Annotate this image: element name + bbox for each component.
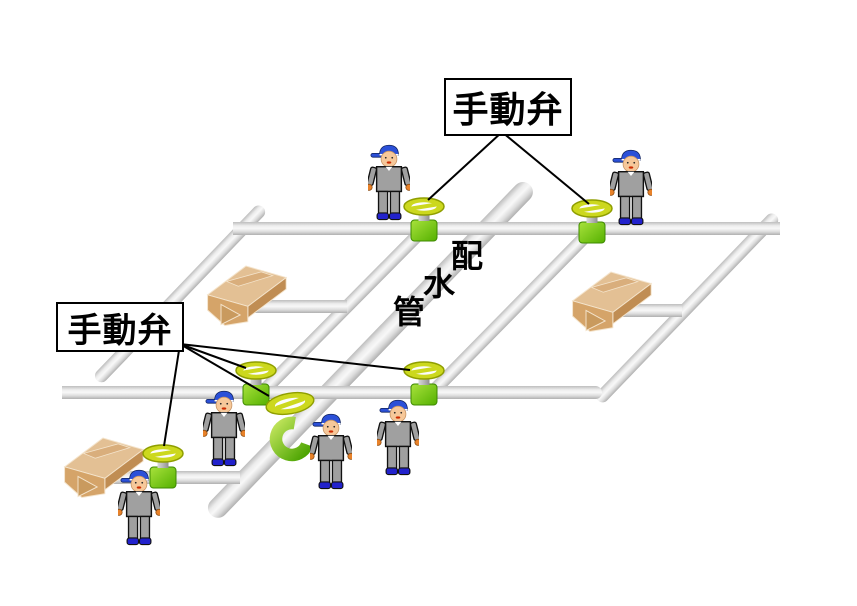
pipe-row-middle [62,386,602,399]
pipe-label-char-1: 配 [451,237,484,275]
worker-middle-left [203,387,245,467]
pointer-line [427,131,503,201]
label-manual-valve-left-text: 手動弁 [67,310,173,351]
manual-valve-top-right [570,197,614,245]
worker-top-left [368,141,410,221]
label-manual-valve-top-text: 手動弁 [452,90,564,131]
pipe-label-char-2: 水 [423,265,456,303]
pipe-label-char-3: 管 [393,293,426,331]
worker-middle-right [377,396,419,476]
pipe-elbow-fitting [268,414,316,464]
worker-center [310,410,352,490]
worker-top-right [610,146,652,226]
pipe-service-house-left [252,300,347,313]
house-right [563,262,655,332]
pipe-row-top [233,222,780,235]
label-manual-valve-top: 手動弁 [444,78,572,136]
label-manual-valve-left: 手動弁 [56,302,184,352]
worker-bottom-left [118,466,160,546]
house-left [198,256,290,326]
